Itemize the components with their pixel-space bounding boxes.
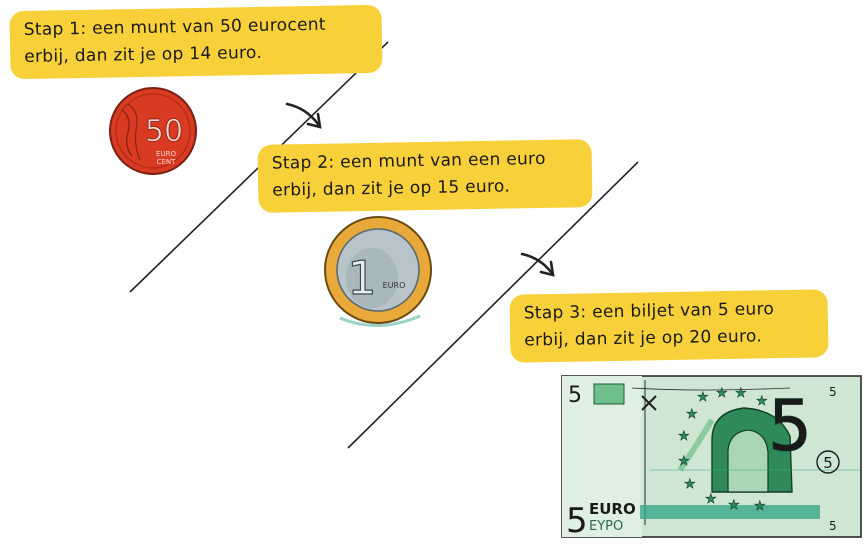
step-3-line-2: erbij, dan zit je op 20 euro. <box>524 322 814 354</box>
svg-text:★: ★ <box>705 492 717 507</box>
coin-1-value: 1 <box>347 251 376 305</box>
svg-text:★: ★ <box>756 394 768 409</box>
step-3-line-1: Stap 3: een biljet van 5 euro <box>524 295 814 327</box>
banknote-edge-value-bottom: 5 <box>829 519 837 533</box>
step-1-label: Stap 1: een munt van 50 eurocent erbij, … <box>9 5 382 79</box>
banknote-big-value: 5 <box>768 385 813 467</box>
step-2-line-2: erbij, dan zit je op 15 euro. <box>272 172 578 204</box>
svg-text:★: ★ <box>754 499 766 514</box>
coin-50-cent-text: CENT <box>157 158 177 166</box>
step-3-label: Stap 3: een biljet van 5 euro erbij, dan… <box>509 289 828 363</box>
svg-text:★: ★ <box>678 454 690 469</box>
coin-50-value: 50 <box>145 114 183 149</box>
banknote-bottom-value: 5 <box>566 501 588 541</box>
coin-1-euro-text: EURO <box>383 281 406 290</box>
step-2-label: Stap 2: een munt van een euro erbij, dan… <box>257 139 592 213</box>
svg-text:★: ★ <box>716 386 728 401</box>
coin-1-euro: 1 EURO <box>325 217 431 326</box>
banknote-5-euro: ★ ★ ★ ★ ★ ★ ★ ★ ★ ★ ★ 5 5 5 5 5 5 EURO E… <box>562 376 861 541</box>
step-2-line-1: Stap 2: een munt van een euro <box>272 145 578 177</box>
svg-text:★: ★ <box>684 477 696 492</box>
coin-50-cent: 50 EURO CENT <box>110 88 196 174</box>
svg-text:★: ★ <box>728 498 740 513</box>
svg-text:★: ★ <box>686 407 698 422</box>
banknote-eypo-text: EYPO <box>589 519 623 534</box>
coin-50-euro-text: EURO <box>156 150 176 158</box>
banknote-euro-text: EURO <box>589 500 636 518</box>
svg-text:★: ★ <box>735 386 747 401</box>
banknote-corner-value: 5 <box>568 383 582 408</box>
step-1-line-2: erbij, dan zit je op 14 euro. <box>24 38 368 71</box>
svg-text:★: ★ <box>678 429 690 444</box>
banknote-circle-value: 5 <box>823 454 833 472</box>
banknote-edge-value-top: 5 <box>829 385 837 399</box>
svg-text:★: ★ <box>697 390 709 405</box>
